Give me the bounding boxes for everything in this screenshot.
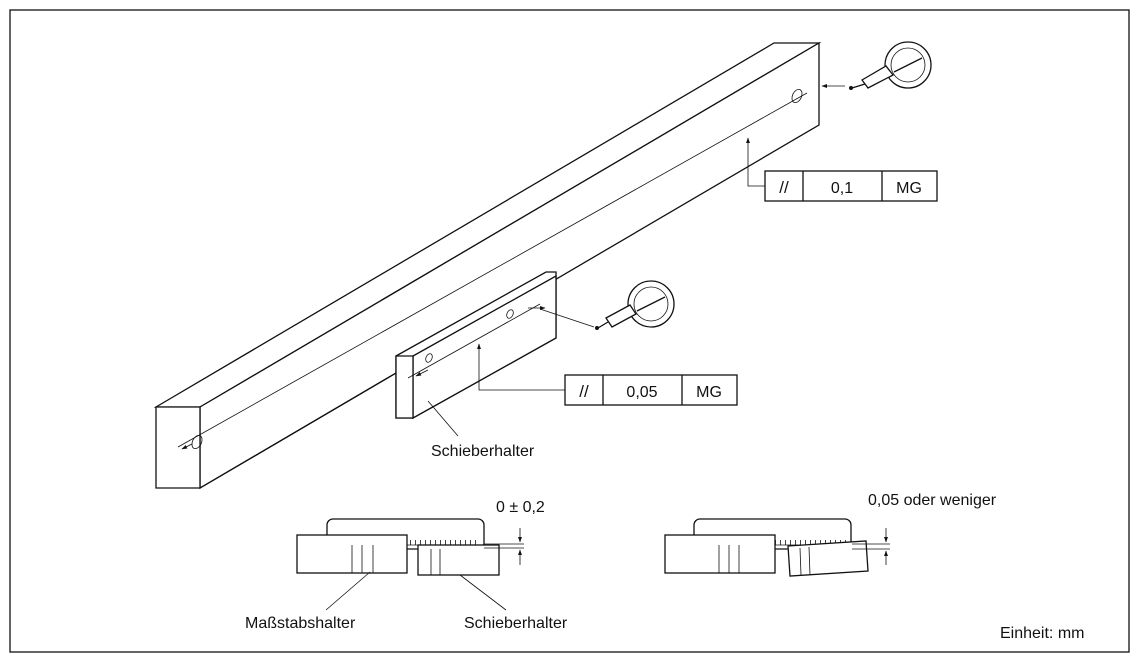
- slider-holder-bottom-label: Schieberhalter: [464, 615, 568, 632]
- tolerance-2-ref: MG: [696, 384, 722, 401]
- tolerance-frame-1: // 0,1 MG: [746, 137, 938, 202]
- slider-left-arrow: [415, 369, 429, 377]
- slider-holder-block: [395, 271, 557, 420]
- tolerance-2-symbol: //: [579, 382, 589, 401]
- drawing-frame: [9, 9, 1130, 653]
- scale-bar: [153, 41, 822, 490]
- left-hole-arrow: [181, 443, 193, 450]
- tolerance-frame-2: // 0,05 MG: [477, 343, 738, 406]
- slider-holder-leader: [427, 400, 459, 437]
- detail-left: 0 ± 0,2: [296, 499, 545, 611]
- tolerance-1-symbol: //: [779, 178, 789, 197]
- offset-label-2: 0,05 oder weniger: [868, 492, 997, 509]
- slider-holder-label: Schieberhalter: [431, 443, 535, 460]
- dial-gauge-icon: [595, 280, 675, 330]
- tolerance-1-ref: MG: [896, 180, 922, 197]
- dial-gauge-icon: [849, 41, 932, 90]
- tolerance-2-value: 0,05: [626, 384, 657, 401]
- scale-holder-label: Maßstabshalter: [245, 615, 356, 632]
- offset-label-1: 0 ± 0,2: [496, 499, 545, 516]
- detail-right: 0,05 oder weniger: [664, 492, 997, 577]
- unit-label: Einheit: mm: [1000, 625, 1084, 642]
- tolerance-1-value: 0,1: [831, 180, 853, 197]
- gauge-2-leader: [539, 308, 595, 328]
